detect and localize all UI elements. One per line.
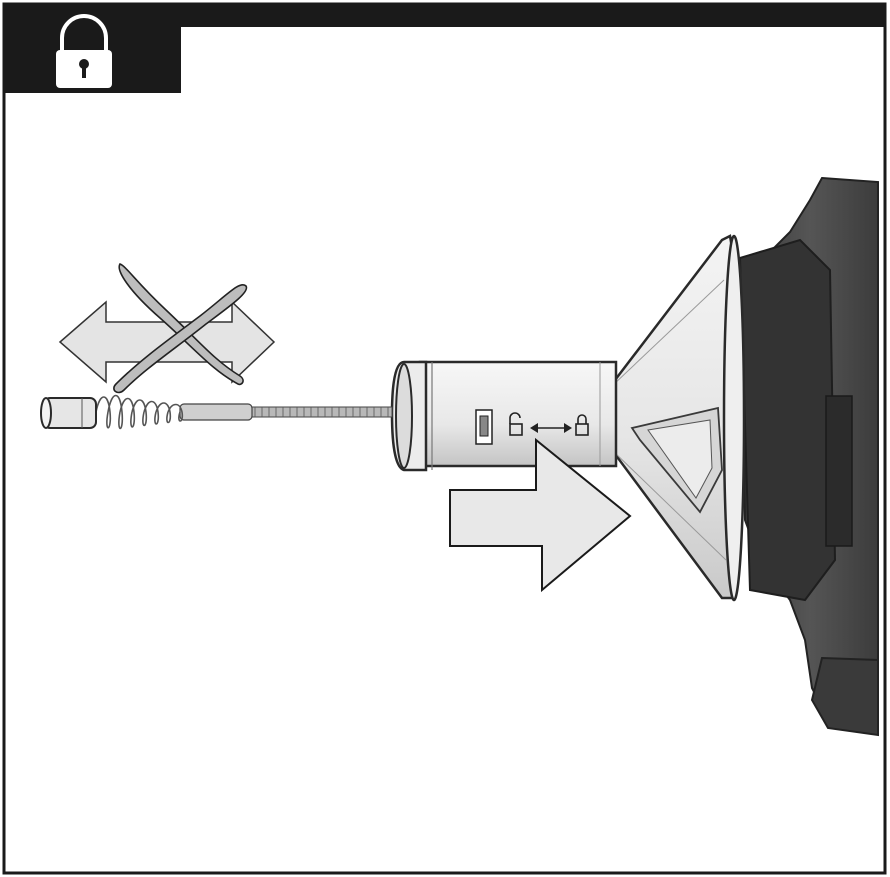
double-arrow-icon bbox=[530, 423, 572, 433]
cable-coil-tight bbox=[179, 403, 253, 421]
crossed-out-double-arrow-icon bbox=[58, 263, 276, 394]
unlock-icon bbox=[509, 412, 523, 436]
push-arrow-icon bbox=[449, 437, 632, 593]
lock-icon bbox=[56, 14, 112, 88]
guide-tube bbox=[390, 360, 618, 472]
lock-small-icon bbox=[575, 414, 589, 436]
header-bar bbox=[4, 4, 885, 27]
cable-spring bbox=[95, 394, 184, 430]
machine-body bbox=[738, 176, 879, 737]
cable-end-cap bbox=[40, 397, 97, 429]
cross-mark bbox=[113, 263, 248, 394]
unlock-lock-slider-icon bbox=[475, 409, 589, 445]
drain-cable bbox=[40, 394, 393, 430]
cable-funnel bbox=[610, 234, 746, 602]
